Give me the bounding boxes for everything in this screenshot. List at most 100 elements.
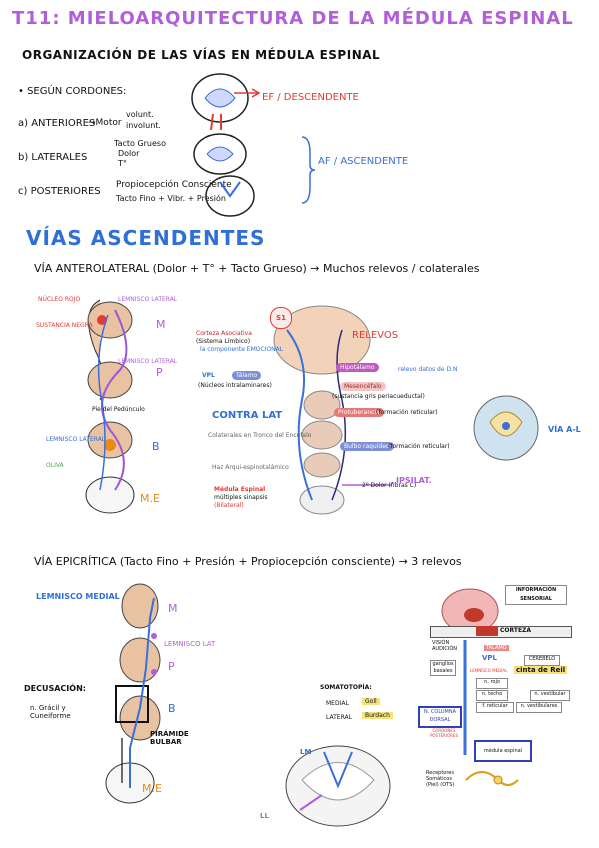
label-epi-p: P — [168, 660, 175, 673]
anteriores-volunt: volunt. — [126, 110, 154, 119]
box-n-rojo: n. rojo — [476, 678, 508, 689]
label-cinta-reil: cinta de Reil — [514, 666, 568, 674]
anteriores-motor: →Motor — [88, 118, 122, 128]
label-epi-b: B — [168, 702, 176, 715]
label-contra-lat: CONTRA LAT — [212, 410, 283, 421]
posteriores-tacto: Tacto Fino + Vibr. + Presión — [116, 194, 226, 203]
label-vpl: VPL — [202, 372, 215, 379]
cordones-posteriores: c) POSTERIORES — [18, 186, 101, 197]
label-lemnisco-lateral-1: LEMNISCO LATERAL — [118, 296, 178, 303]
pill-talamo: Tálamo — [232, 371, 262, 380]
label-cordones-posteriores: CORDONES POSTERIORES — [429, 728, 459, 738]
label-gracil-cuneiforme: n. Grácil y Cuneiforme — [30, 704, 71, 720]
label-receptores: Receptores Somáticos (Piel) (OTS) — [426, 770, 455, 788]
label-relevo-datos: relevo datos de D.N — [398, 366, 458, 373]
label-oliva: OLIVA — [46, 462, 64, 469]
box-cerebelo: CEREBELO — [524, 655, 560, 666]
section-heading-organizacion: ORGANIZACIÓN DE LAS VÍAS EN MÉDULA ESPIN… — [22, 48, 381, 62]
label-colaterales: Colaterales en Tronco del Encéfalo — [208, 432, 312, 439]
pill-bulbo: Bulbo raquídeo — [340, 442, 394, 451]
cross-section-al — [473, 395, 539, 461]
label-vpl-epi: VPL — [482, 654, 498, 662]
laterales-temp: T° — [118, 159, 127, 168]
label-sistema-limbico: (Sistema Límbico) — [196, 338, 251, 345]
label-burdach: Burdach — [362, 712, 393, 719]
label-lemnisco-medial-2: LEMNISCO MEDIAL — [470, 668, 508, 673]
label-lemnisco-lateral-3: LEMNISCO LATERAL — [46, 436, 106, 443]
label-segundo-dolor: 2º Dolor (fibras C) — [362, 482, 417, 489]
pill-hipotalamo: Hipotálamo — [336, 363, 379, 372]
label-via-al: VÍA A-L — [548, 425, 581, 434]
label-corteza: CORTEZA — [500, 627, 532, 634]
box-medula-espinal: médula espinal — [474, 740, 532, 762]
cord-sketch-lateral — [193, 133, 247, 175]
via-anterolateral-heading: VÍA ANTEROLATERAL (Dolor + T° + Tacto Gr… — [34, 262, 480, 275]
label-sustancia-negra: SUSTANCIA NEGRA — [36, 322, 93, 329]
epicritica-cord-cross-section — [285, 745, 391, 827]
label-lateral: LATERAL — [326, 714, 352, 721]
label-epi-me: M.E — [142, 782, 162, 795]
label-b: B — [152, 440, 160, 453]
label-nucleo-rojo: NÚCLEO ROJO — [38, 296, 81, 303]
label-medula-espinal: Médula Espinal — [214, 486, 266, 493]
box-ganglios-basales: ganglios basales — [430, 660, 456, 676]
anteriores-involunt: involunt. — [126, 121, 161, 130]
label-medial: MEDIAL — [326, 700, 349, 707]
cord-sketch-posterior — [205, 175, 255, 217]
label-formacion-reticular-1: (formación reticular) — [376, 409, 438, 416]
label-haz-arqui: Haz Arqui-espinotalámico — [212, 464, 289, 471]
label-lemnisco-medial: LEMNISCO MEDIAL — [36, 592, 120, 601]
receptor-sketch — [465, 771, 519, 786]
epicritica-brainstem-diagram — [105, 583, 161, 804]
box-columna-dorsal: N. COLUMNA DORSAL — [418, 706, 462, 728]
label-decusacion: DECUSACIÓN: — [24, 684, 86, 693]
label-lemnisco-lat: LEMNISCO LAT — [164, 640, 216, 648]
anterolateral-brainstem-diagram — [85, 299, 135, 514]
epi-pathway-line — [463, 640, 467, 755]
label-pie-pedunculo: Pie del Pedúnculo — [92, 406, 145, 413]
posteriores-propio: Propiocepción Consciente — [116, 180, 232, 190]
corteza-bar — [430, 626, 572, 638]
brain-sketch-epi — [441, 588, 499, 634]
brace-af-icon — [301, 136, 316, 204]
corteza-bar-s1 — [476, 626, 498, 636]
box-n-vestibulares: n. vestibulares — [516, 702, 562, 713]
laterales-dolor: Dolor — [118, 149, 140, 158]
label-lm: LM — [300, 748, 312, 756]
af-ascendente-label: AF / ASCENDENTE — [318, 156, 409, 167]
arrow-ef-icon — [234, 88, 261, 98]
ef-descendente-label: EF / DESCENDENTE — [262, 92, 359, 103]
label-ll: LL — [260, 812, 269, 820]
laterales-tacto: Tacto Grueso — [114, 139, 166, 148]
label-vision-audicion: VISIÓN AUDICIÓN — [432, 640, 458, 652]
label-ipsilat: IPSILAT. — [396, 476, 432, 485]
anterolateral-pathway-figure — [273, 305, 392, 515]
label-sustancia-gris: (sustancia gris periacueductal) — [332, 393, 425, 400]
label-m: M — [156, 318, 166, 331]
pill-protuberancia: Protuberancia — [334, 408, 384, 417]
via-epicritica-heading: VÍA EPICRÍTICA (Tacto Fino + Presión + P… — [34, 555, 462, 568]
label-corteza-asociativa: Corteza Asociativa — [196, 330, 252, 337]
label-p: P — [156, 366, 163, 379]
badge-s1: S1 — [270, 307, 292, 329]
label-multiples-sinapsis: múltiples sinapsis — [214, 494, 268, 501]
label-emocional: la componente EMOCIONAL — [200, 346, 284, 353]
label-piramide-bulbar: PIRÁMIDE BULBAR — [150, 730, 189, 746]
box-n-vestibular: n. vestibular — [530, 690, 570, 701]
label-talamo-epi: TÁLAMO — [484, 645, 509, 651]
box-informacion-sensorial: INFORMACIÓN SENSORIAL — [505, 585, 567, 605]
box-f-reticular: f. reticular — [476, 702, 514, 713]
box-n-techo: n. techo — [476, 690, 508, 701]
cord-sketches — [191, 73, 255, 217]
label-epi-m: M — [168, 602, 178, 615]
label-somatotopia: SOMATOTOPÍA: — [320, 684, 372, 691]
label-bilateral: (Bilateral) — [214, 502, 244, 509]
section-heading-vias-ascendentes: VÍAS ASCENDENTES — [26, 226, 266, 250]
label-me: M.E — [140, 492, 160, 505]
pill-mesencefalo: Mesencéfalo — [340, 382, 386, 391]
label-goll: Goll — [362, 698, 380, 705]
segun-cordones: • SEGÚN CORDONES: — [18, 86, 127, 97]
label-lemnisco-lateral-2: LEMNISCO LATERAL — [118, 358, 178, 365]
cordones-laterales: b) LATERALES — [18, 152, 88, 163]
label-formacion-reticular-2: (formación reticular) — [388, 443, 450, 450]
